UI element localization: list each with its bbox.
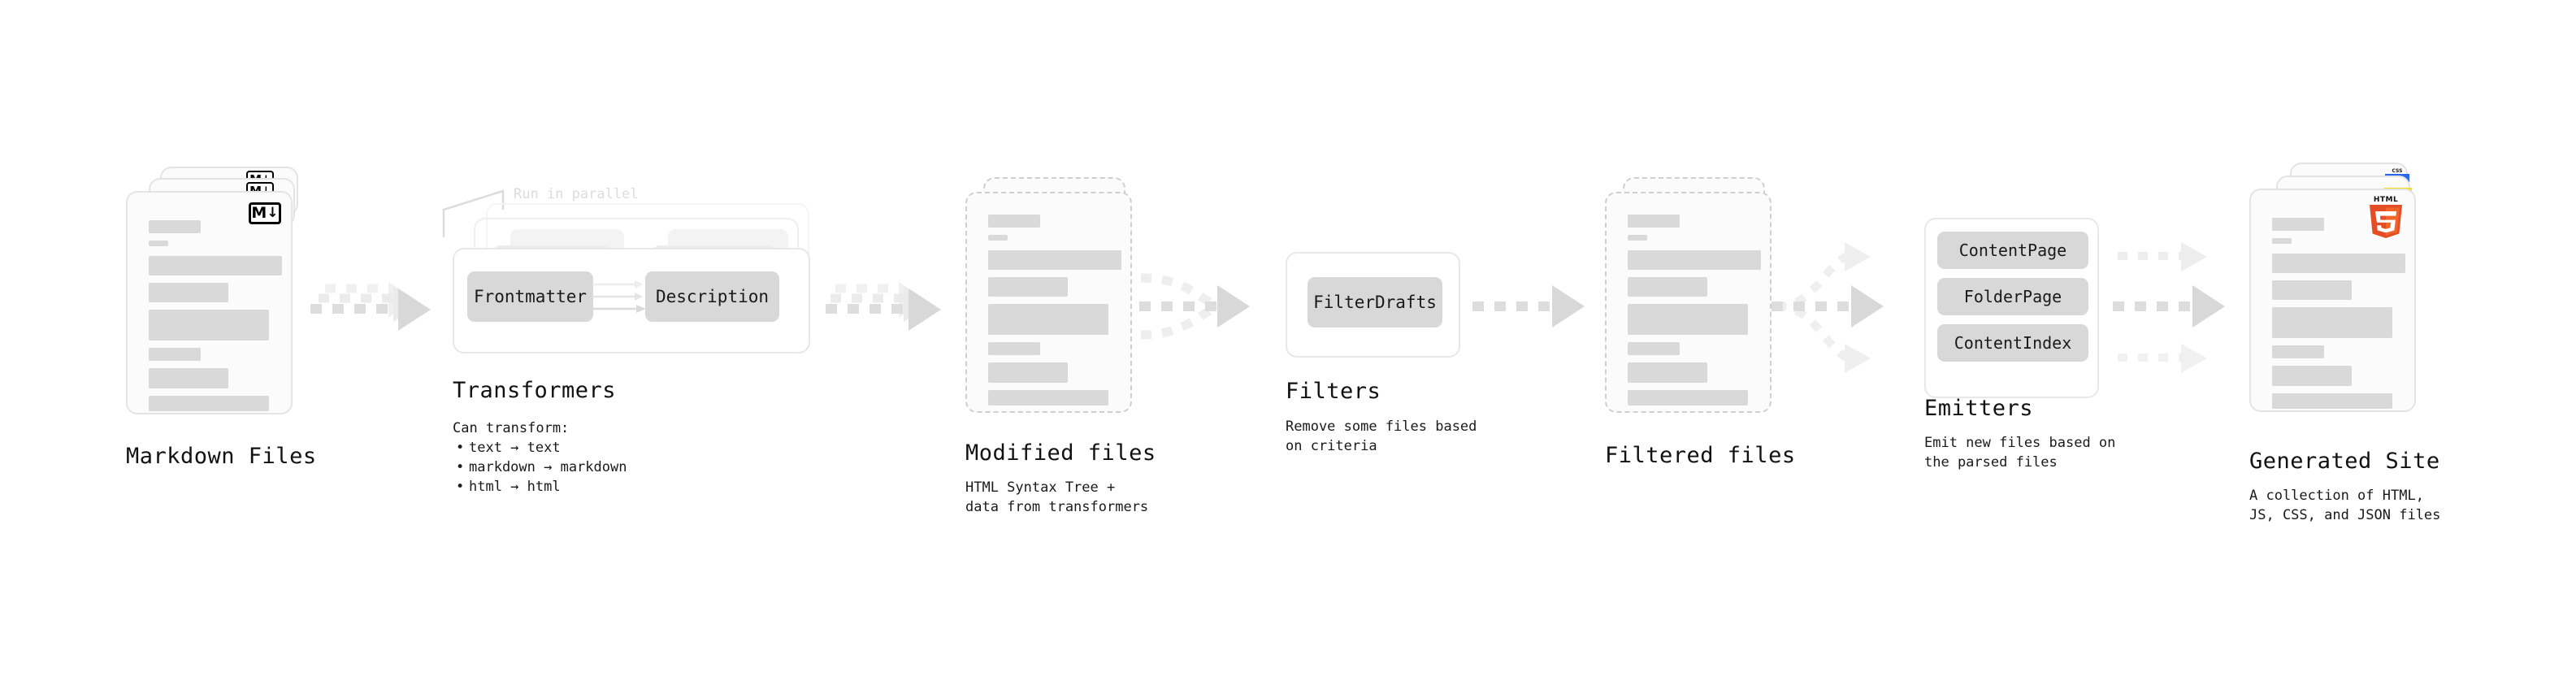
markdown-card-front: M ↓	[126, 191, 293, 414]
generated-site-title: Generated Site	[2249, 449, 2440, 474]
content-bar	[988, 304, 1108, 335]
emitters-group: ContentPage FolderPage ContentIndex	[1924, 218, 2099, 398]
content-bar	[2272, 238, 2292, 244]
filter-chip-filterdrafts[interactable]: FilterDrafts	[1308, 277, 1442, 327]
content-bar	[149, 283, 228, 302]
content-bar	[1628, 342, 1680, 355]
content-bar	[1628, 277, 1707, 297]
html5-shield-icon	[2370, 205, 2402, 238]
transformer-chip-label: Description	[655, 287, 770, 306]
markdown-badge: M ↓	[249, 202, 281, 224]
filters-group: FilterDrafts	[1286, 252, 1460, 358]
emitter-chip-label: ContentIndex	[1954, 333, 2072, 353]
content-bar	[2272, 307, 2392, 338]
modified-card-content	[988, 215, 1121, 413]
generated-site-stack: CSS HTML	[2249, 163, 2444, 423]
transformer-chip-frontmatter[interactable]: Frontmatter	[467, 271, 593, 322]
content-bar	[988, 342, 1040, 355]
content-bar	[988, 250, 1121, 270]
emitters-title: Emitters	[1924, 396, 2034, 421]
transformer-chip-label: Frontmatter	[473, 287, 588, 306]
content-bar	[1628, 235, 1647, 241]
transformers-bullet-item: markdown → markdown	[456, 458, 627, 477]
filtered-card-content	[1628, 215, 1761, 413]
filtered-files-title: Filtered files	[1605, 443, 1796, 468]
content-bar	[2272, 366, 2352, 386]
modified-files-stack	[965, 177, 1152, 421]
transformers-bullets: text → text markdown → markdown html → h…	[453, 438, 627, 497]
markdown-badge-letter: M	[251, 204, 267, 222]
connector-markdown-to-transformers	[310, 282, 431, 331]
content-bar	[149, 396, 269, 411]
content-bar	[149, 241, 168, 246]
content-bar	[988, 362, 1068, 383]
transformers-title: Transformers	[453, 378, 617, 403]
run-in-parallel-note: Run in parallel	[514, 186, 639, 202]
content-bar	[988, 277, 1068, 297]
content-bar	[2272, 345, 2324, 358]
content-bar	[988, 235, 1008, 241]
content-bar	[149, 368, 228, 388]
transformers-bullet-item: html → html	[456, 477, 627, 497]
content-bar	[1628, 215, 1680, 228]
transformer-chip-description[interactable]: Description	[645, 271, 779, 322]
emitters-subtitle: Emit new files based on the parsed files	[1924, 435, 2116, 471]
content-bar	[2272, 393, 2392, 409]
content-bar	[1628, 390, 1748, 406]
emitter-chip-folderpage[interactable]: FolderPage	[1937, 278, 2088, 315]
css3-badge-label: CSS	[2392, 168, 2403, 174]
transformer-inner-arrows	[592, 280, 646, 313]
filter-chip-label: FilterDrafts	[1313, 293, 1437, 312]
markdown-files-title: Markdown Files	[126, 444, 317, 469]
emitter-chip-label: ContentPage	[1958, 241, 2067, 260]
html5-badge: HTML	[2367, 197, 2405, 241]
connector-modified-to-filters	[1139, 273, 1250, 340]
content-bar	[2272, 254, 2405, 273]
markdown-files-stack: M ↓ M ↓ M ↓	[126, 167, 313, 419]
content-bar	[1628, 304, 1748, 335]
content-bar	[149, 348, 201, 361]
content-bar	[149, 256, 282, 275]
filtered-card-front	[1605, 192, 1772, 413]
content-bar	[149, 310, 269, 340]
content-bar	[1628, 250, 1761, 270]
emitter-chip-contentindex[interactable]: ContentIndex	[1937, 324, 2088, 362]
filtered-files-stack	[1605, 177, 1792, 421]
content-bar	[1628, 362, 1707, 383]
content-bar	[988, 390, 1108, 406]
emitter-chip-contentpage[interactable]: ContentPage	[1937, 232, 2088, 269]
connector-emitters-to-site	[2113, 242, 2225, 373]
transformers-bullet-item: text → text	[456, 438, 627, 458]
content-bar	[149, 220, 201, 233]
modified-card-front	[965, 192, 1132, 413]
markdown-card-content	[149, 220, 282, 419]
generated-card-content	[2272, 218, 2405, 416]
transformers-group: Frontmatter Description	[453, 248, 810, 354]
markdown-badge-arrow: ↓	[267, 205, 279, 221]
connector-filters-to-filtered	[1472, 285, 1585, 327]
connector-transformers-to-modified	[826, 282, 941, 331]
modified-files-title: Modified files	[965, 440, 1156, 466]
modified-files-subtitle: HTML Syntax Tree + data from transformer…	[965, 479, 1149, 515]
filters-subtitle: Remove some files based on criteria	[1286, 419, 1477, 454]
generated-site-subtitle: A collection of HTML, JS, CSS, and JSON …	[2249, 488, 2441, 523]
content-bar	[2272, 280, 2352, 300]
content-bar	[2272, 218, 2324, 231]
emitter-chip-label: FolderPage	[1963, 287, 2062, 306]
filters-title: Filters	[1286, 379, 1381, 404]
transformers-subtitle: Can transform:	[453, 420, 570, 436]
content-bar	[988, 215, 1040, 228]
html5-badge-word: HTML	[2373, 196, 2399, 204]
